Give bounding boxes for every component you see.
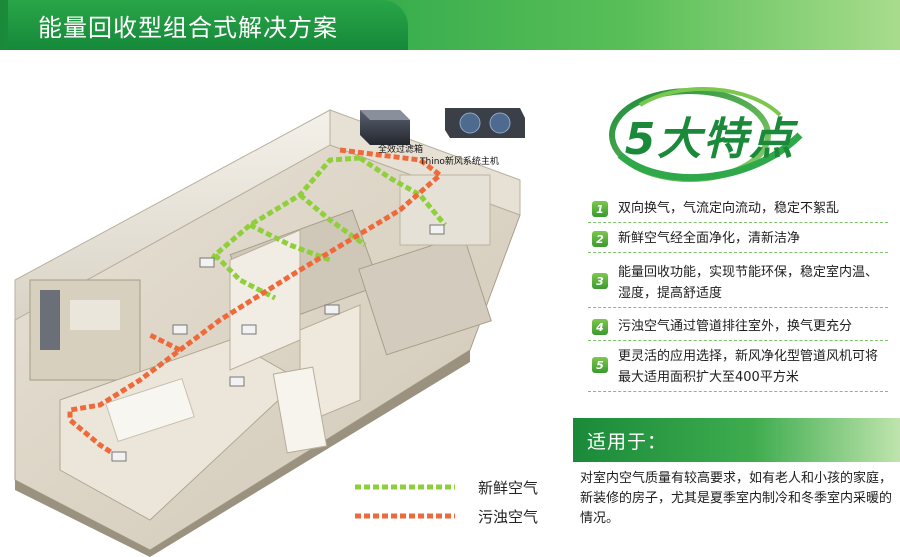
house-illustration: 全效过滤箱 Thino新风系统主机 新鲜空气 污浊空气	[0, 50, 560, 557]
filter-box-label: 全效过滤箱	[378, 145, 424, 155]
header-banner: 能量回收型组合式解决方案	[0, 0, 900, 50]
feature-number: 4	[592, 319, 608, 335]
feature-item-3: 3 能量回收功能，实现节能环保，稳定室内温、湿度，提高舒适度	[588, 262, 888, 308]
feature-item-1: 1 双向换气，气流定向流动，稳定不絮乱	[588, 198, 888, 223]
page-title: 能量回收型组合式解决方案	[38, 14, 338, 42]
host-unit-label: Thino新风系统主机	[420, 157, 499, 167]
five-features-badge: 5大特点	[600, 80, 820, 190]
feature-text: 更灵活的应用选择，新风净化型管道风机可将最大适用面积扩大至400平方米	[618, 349, 879, 385]
badge-swoosh-icon	[609, 87, 803, 182]
feature-text: 双向换气，气流定向流动，稳定不絮乱	[618, 201, 840, 216]
feature-number: 2	[592, 231, 608, 247]
applicable-description: 对室内空气质量有较高要求，如有老人和小孩的家庭，新装修的房子，尤其是夏季室内制冷…	[580, 471, 893, 526]
applicable-banner: 适用于：	[573, 418, 900, 462]
feature-number: 5	[592, 357, 608, 373]
legend-fresh-label: 新鲜空气	[478, 479, 539, 497]
feature-item-4: 4 污浊空气通过管道排往室外，换气更充分	[588, 316, 888, 341]
feature-text: 能量回收功能，实现节能环保，稳定室内温、湿度，提高舒适度	[618, 265, 879, 301]
feature-item-5: 5 更灵活的应用选择，新风净化型管道风机可将最大适用面积扩大至400平方米	[588, 346, 888, 392]
feature-number: 1	[592, 201, 608, 217]
legend-dirty-label: 污浊空气	[478, 508, 539, 526]
badge-text: 5大特点	[624, 114, 796, 165]
feature-text: 新鲜空气经全面净化，清新洁净	[618, 231, 801, 246]
feature-item-2: 2 新鲜空气经全面净化，清新洁净	[588, 228, 888, 253]
header-tab	[8, 0, 408, 50]
house-floorplan-image	[14, 108, 525, 557]
feature-number: 3	[592, 273, 608, 289]
feature-text: 污浊空气通过管道排往室外，换气更充分	[618, 319, 853, 334]
applicable-label: 适用于：	[587, 431, 668, 453]
